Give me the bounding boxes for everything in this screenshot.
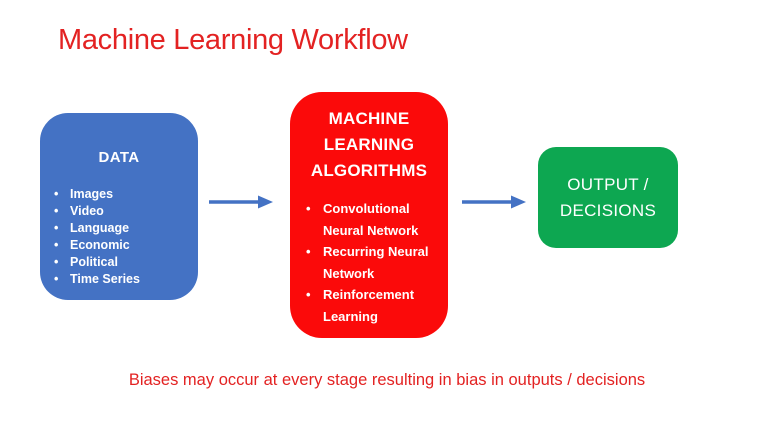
page-title: Machine Learning Workflow bbox=[58, 24, 408, 56]
output-box-label-line: DECISIONS bbox=[559, 200, 657, 220]
data-box-list: Images Video Language Economic Political… bbox=[40, 186, 198, 288]
arrow-head bbox=[258, 195, 273, 209]
list-item: Economic bbox=[53, 237, 190, 254]
list-item: Convolutional Neural Network bbox=[305, 198, 442, 241]
data-box: DATA Images Video Language Economic Poli… bbox=[40, 113, 198, 300]
list-item: Images bbox=[53, 186, 190, 203]
output-box: OUTPUT / DECISIONS bbox=[538, 147, 678, 248]
algorithms-box-list: Convolutional Neural Network Recurring N… bbox=[290, 198, 448, 327]
list-item: Political bbox=[53, 254, 190, 271]
output-box-label-line: OUTPUT / bbox=[567, 174, 649, 194]
arrow-right-icon bbox=[462, 195, 526, 209]
list-item: Reinforcement Learning bbox=[305, 284, 442, 327]
arrow-head bbox=[511, 195, 526, 209]
list-item: Recurring Neural Network bbox=[305, 241, 442, 284]
arrow-right-icon bbox=[209, 195, 273, 209]
list-item: Video bbox=[53, 203, 190, 220]
algorithms-box-heading: MACHINE LEARNING ALGORITHMS bbox=[310, 109, 428, 180]
algorithms-box: MACHINE LEARNING ALGORITHMS Convolutiona… bbox=[290, 92, 448, 338]
list-item: Language bbox=[53, 220, 190, 237]
data-box-heading: DATA bbox=[98, 149, 140, 166]
list-item: Time Series bbox=[53, 271, 190, 288]
caption: Biases may occur at every stage resultin… bbox=[128, 371, 646, 389]
